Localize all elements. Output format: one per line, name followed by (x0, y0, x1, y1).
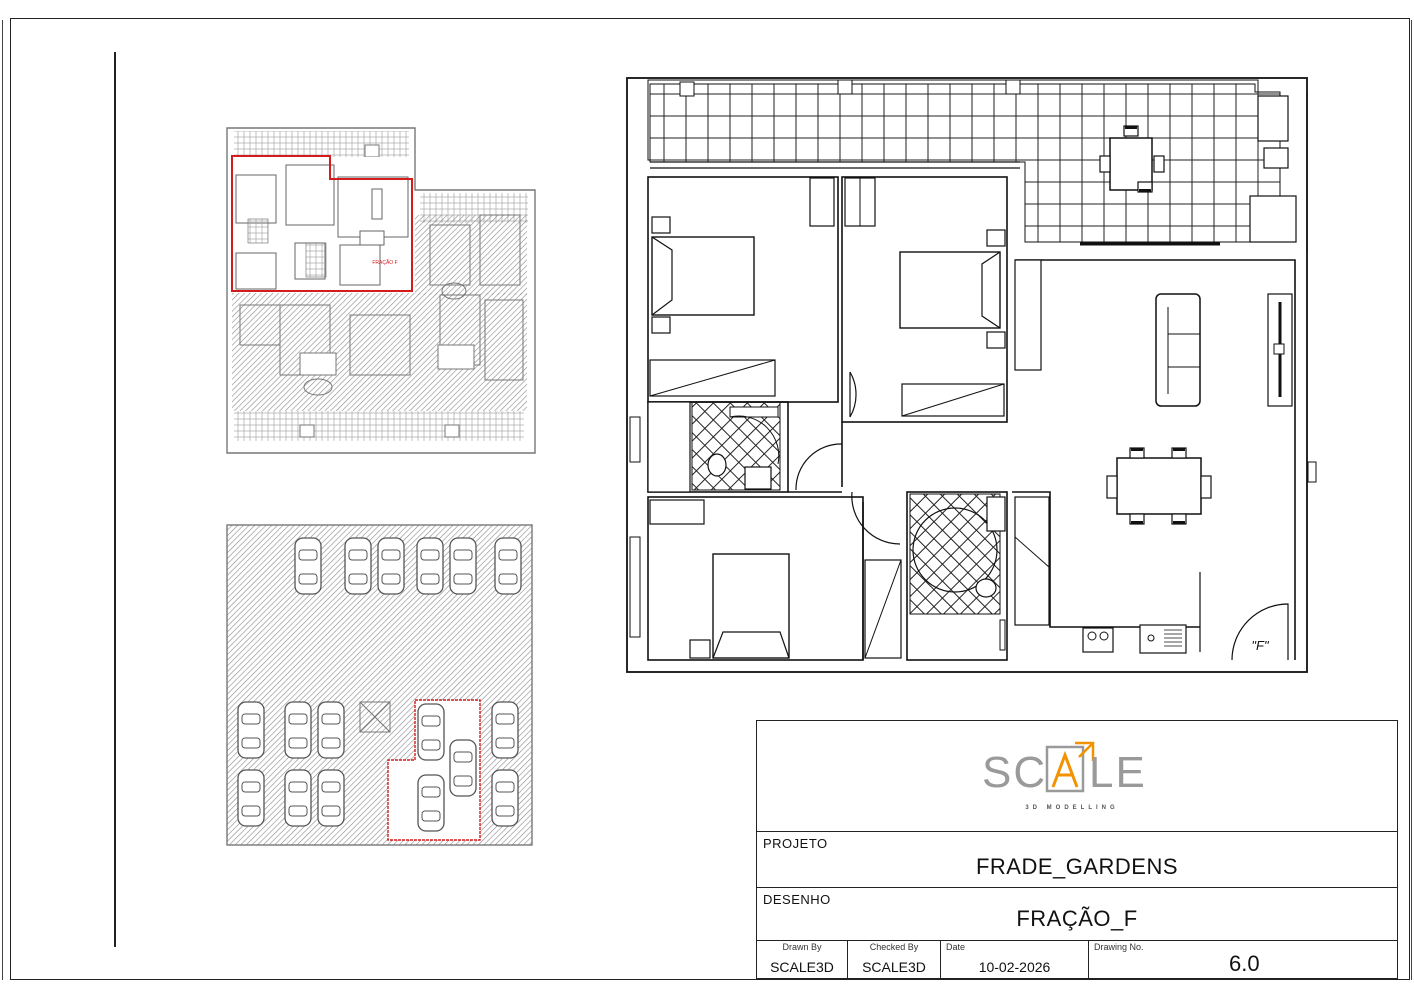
project-label: PROJETO (763, 836, 828, 851)
drawing-no-value: 6.0 (1229, 951, 1260, 976)
project-row: PROJETO FRADE_GARDENS (757, 831, 1397, 887)
drawing-label: DESENHO (763, 892, 831, 907)
logo-text: SC (982, 748, 1047, 797)
drawn-by-cell: Drawn By SCALE3D (757, 941, 847, 980)
unit-tag: "F" (1251, 638, 1270, 653)
meta-row: Drawn By SCALE3D Checked By SCALE3D Date… (757, 940, 1397, 980)
drawn-by-label: Drawn By (782, 942, 822, 952)
project-value: FRADE_GARDENS (975, 854, 1179, 879)
checked-by-value: SCALE3D (862, 959, 926, 975)
logo-tag: 3D MODELLING (1025, 805, 1118, 811)
drawn-by-value: SCALE3D (770, 959, 834, 975)
key-plan-floor: FRAÇÃO F (226, 127, 536, 454)
drawing-value: FRAÇÃO_F (1016, 906, 1138, 931)
date-cell: Date 10-02-2026 (940, 941, 1088, 980)
sheet-edge-left (2, 20, 3, 980)
scale-logo-icon: SC LE 3D MODELLING (982, 741, 1147, 811)
drawing-frame (10, 18, 1410, 980)
mini-unit-tag: FRAÇÃO F (372, 259, 397, 266)
key-plan-parking (226, 524, 533, 846)
date-label: Date (946, 942, 966, 952)
sheet-edge-right (1411, 20, 1412, 980)
unit-floor-plan: "F" (626, 77, 1317, 673)
drawing-no-cell: Drawing No. 6.0 (1088, 941, 1399, 980)
title-block: SC LE 3D MODELLING PROJETO FRADE_GARDENS… (756, 720, 1398, 980)
binding-line (114, 52, 116, 947)
company-logo: SC LE 3D MODELLING (757, 721, 1397, 831)
checked-by-cell: Checked By SCALE3D (847, 941, 940, 980)
svg-text:LE: LE (1089, 748, 1147, 797)
date-value: 10-02-2026 (978, 959, 1051, 975)
checked-by-label: Checked By (869, 942, 919, 952)
logo-mark (1045, 741, 1095, 793)
drawing-row: DESENHO FRAÇÃO_F (757, 887, 1397, 940)
drawing-no-label: Drawing No. (1094, 942, 1144, 952)
